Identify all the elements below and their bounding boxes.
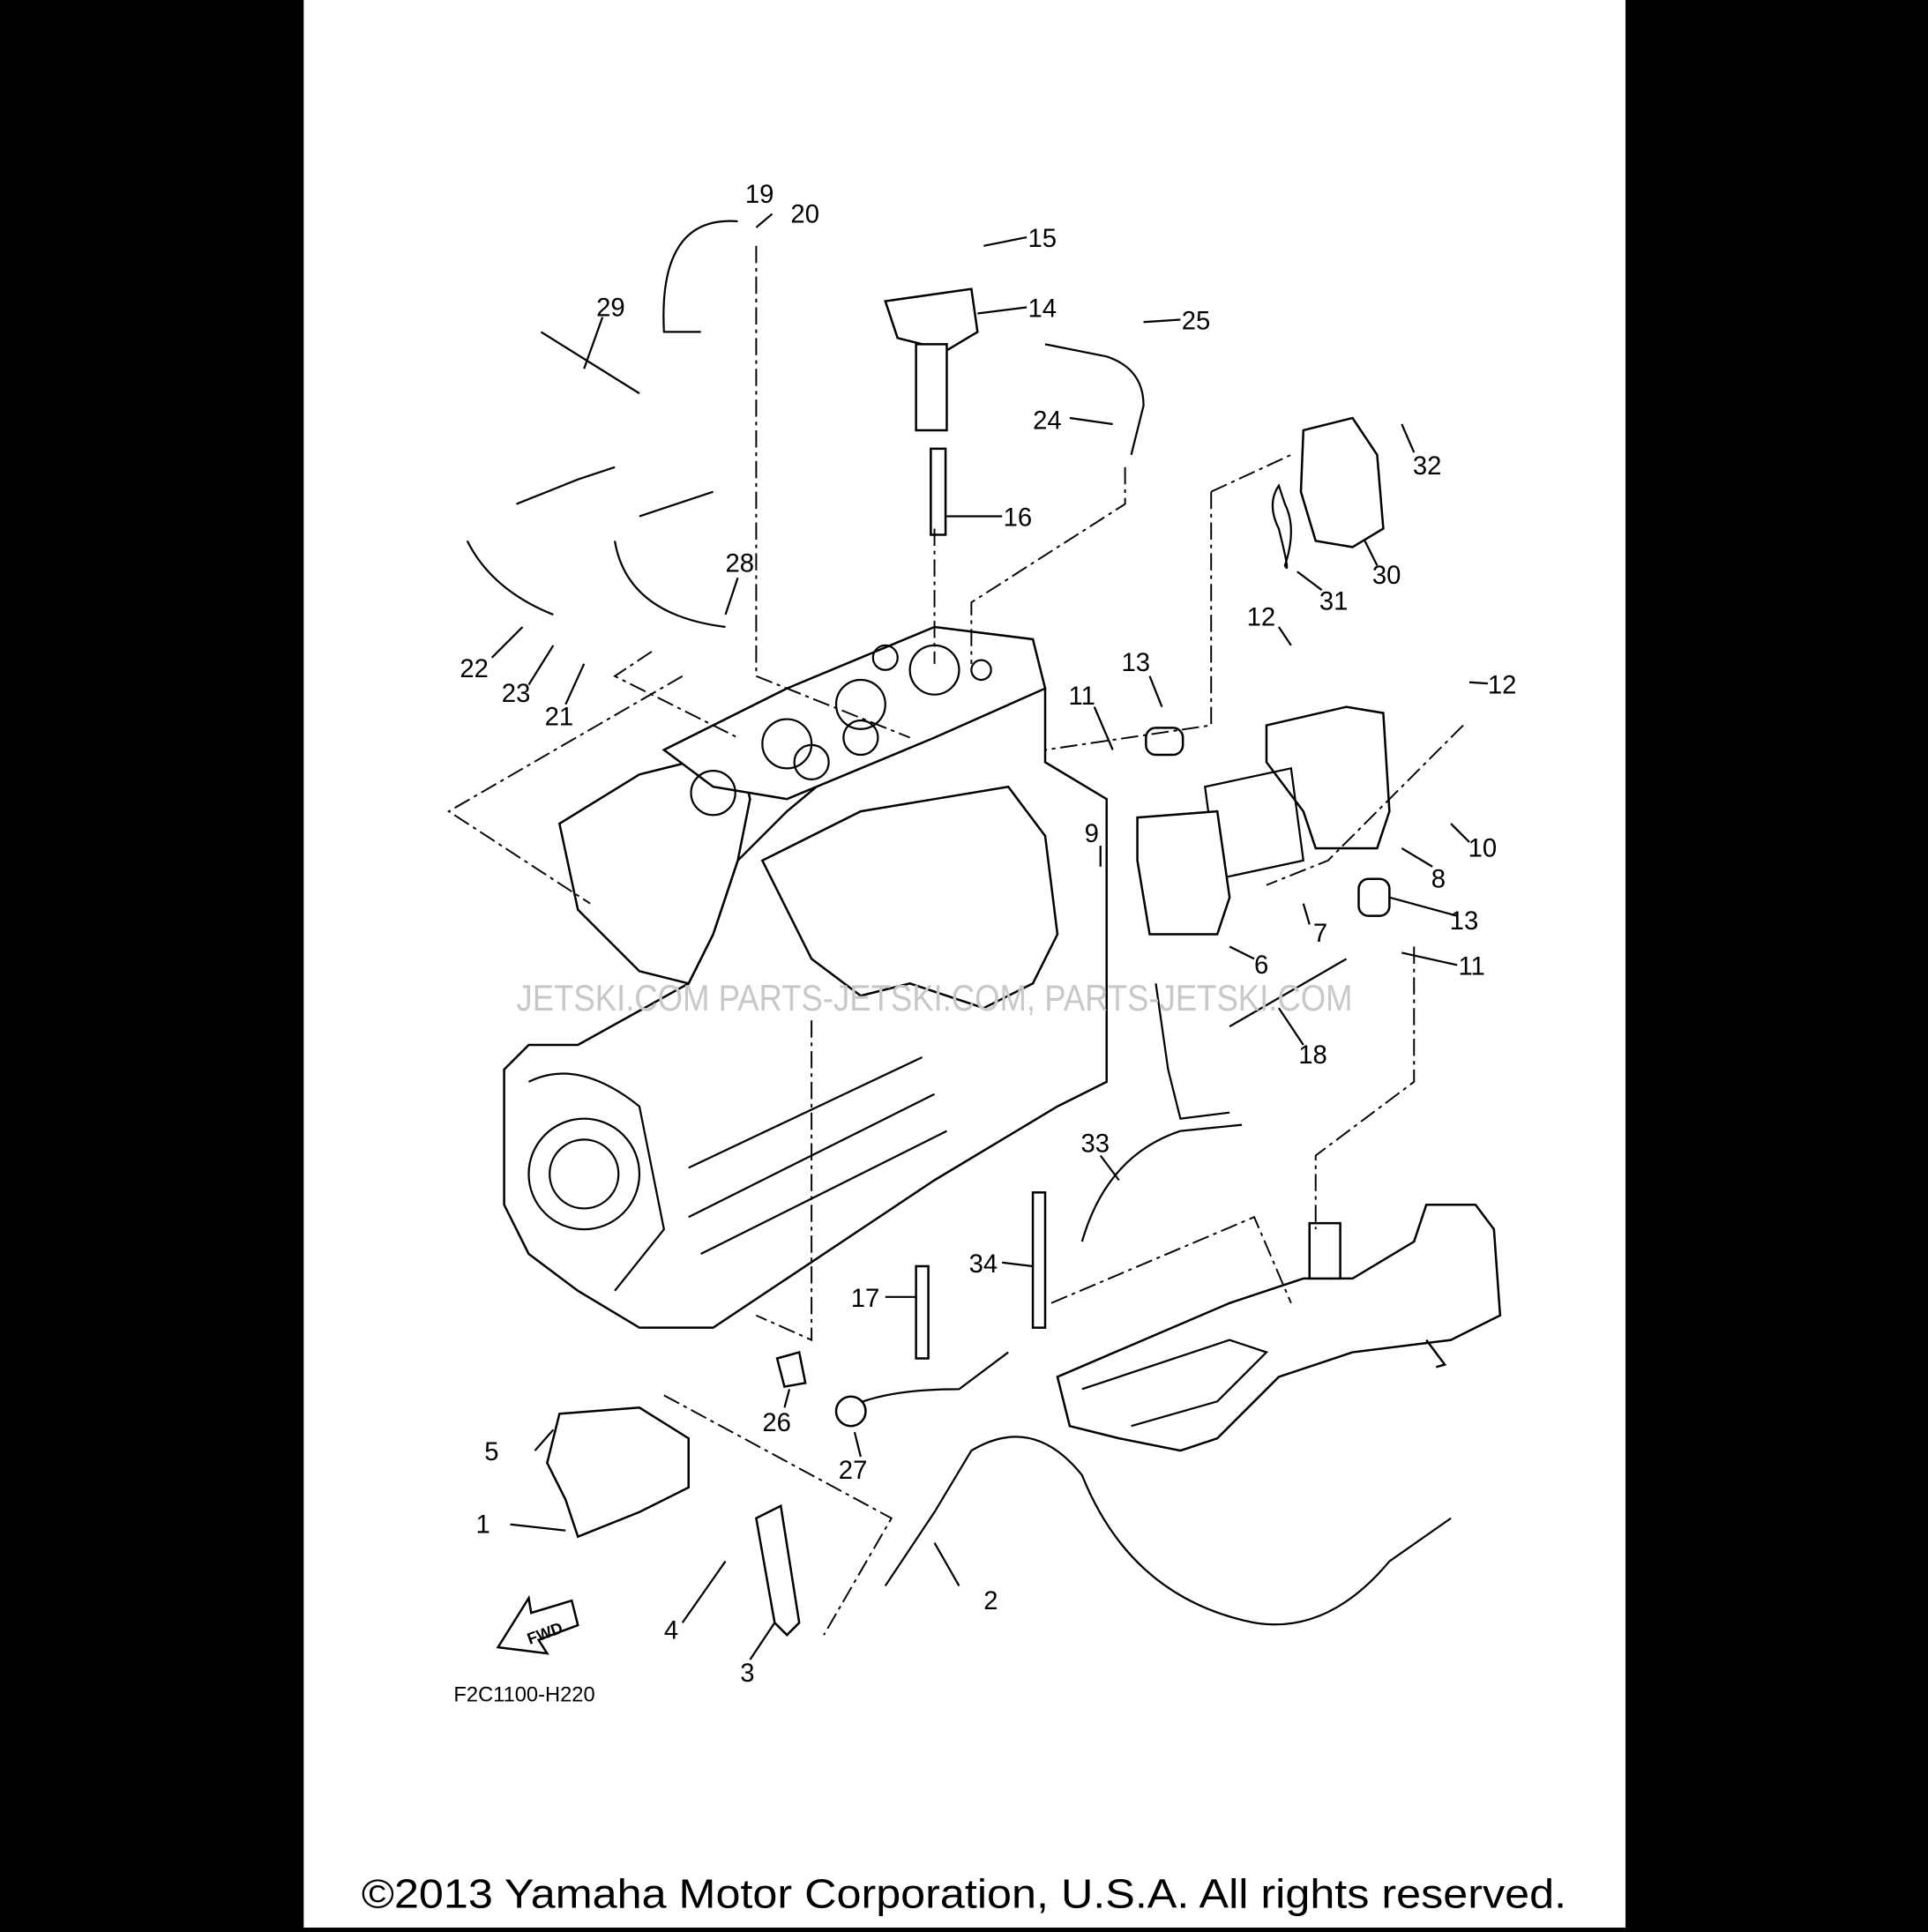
sensor-19-wire (662, 220, 738, 333)
engine-block (503, 625, 1108, 1329)
callout-21: 21 (545, 704, 574, 732)
callout-30: 30 (1372, 562, 1401, 590)
callout-labels: 19 20 15 14 25 29 24 32 16 30 28 31 12 1… (460, 181, 1516, 1688)
callout-10: 10 (1468, 835, 1498, 863)
callout-6: 6 (1254, 951, 1268, 980)
gasket-31 (1271, 483, 1292, 570)
callout-20: 20 (790, 200, 819, 228)
callout-34: 34 (969, 1250, 998, 1279)
callout-2: 2 (983, 1587, 998, 1615)
sensor-6 (1136, 809, 1231, 936)
spark-plug (930, 447, 947, 536)
callout-28: 28 (726, 549, 755, 578)
callout-19: 19 (745, 181, 774, 209)
bracket-3 (754, 1503, 801, 1637)
callout-25: 25 (1182, 308, 1211, 336)
callout-7: 7 (1313, 920, 1327, 948)
sensor-6-wire (1155, 983, 1230, 1120)
sensor-26 (775, 1350, 807, 1389)
callout-14: 14 (1028, 295, 1057, 324)
sensor-33-wire (1080, 1123, 1243, 1242)
bolt-29 (540, 331, 640, 395)
diagram-code: F2C1100-H220 (453, 1683, 594, 1706)
callout-1: 1 (476, 1511, 490, 1539)
callout-12: 12 (1247, 604, 1276, 632)
callout-29: 29 (596, 294, 625, 322)
cable-tie-34 (1031, 1191, 1047, 1329)
cable-tie-17 (915, 1264, 930, 1360)
exhaust-manifold (1056, 1203, 1502, 1452)
small-parts (466, 220, 1452, 1637)
copyright-notice: ©2013 Yamaha Motor Corporation, U.S.A. A… (362, 1871, 1566, 1917)
callout-13: 13 (1121, 649, 1150, 677)
throttle-cable-2 (884, 1436, 1452, 1626)
watermark: JETSKI.COM PARTS-JETSKI.COM, PARTS-JETSK… (517, 977, 1353, 1018)
callout-32: 32 (1413, 452, 1442, 481)
callout-31: 31 (1319, 587, 1349, 615)
callout-23: 23 (502, 680, 531, 708)
callout-5: 5 (484, 1438, 498, 1466)
callout-13: 13 (1450, 907, 1479, 936)
callout-18: 18 (1298, 1041, 1327, 1070)
callout-11: 11 (1458, 953, 1484, 981)
reference-lines (446, 245, 1464, 1636)
callout-17: 17 (851, 1285, 880, 1313)
callout-15: 15 (1028, 225, 1057, 253)
ignition-coil (884, 287, 979, 352)
leader-lines (490, 213, 1488, 1660)
callout-8: 8 (1431, 866, 1446, 894)
callout-4: 4 (664, 1616, 678, 1645)
callout-11: 11 (1069, 683, 1095, 711)
callout-33: 33 (1080, 1130, 1110, 1158)
callout-9: 9 (1085, 820, 1099, 848)
throttle-assembly-1 (546, 1406, 690, 1539)
sensor-wire-28 (613, 490, 726, 629)
callout-26: 26 (762, 1409, 791, 1437)
callout-27: 27 (839, 1457, 868, 1485)
throttle-body (1265, 705, 1391, 850)
callout-3: 3 (740, 1660, 754, 1688)
bolt-18 (1229, 958, 1348, 1028)
callout-12: 12 (1488, 671, 1517, 699)
sensor-wire-22 (466, 466, 616, 616)
callout-22: 22 (460, 655, 489, 683)
sensor-24-wire (1044, 343, 1145, 456)
callout-24: 24 (1033, 407, 1062, 436)
sensor-30 (1299, 416, 1385, 548)
callout-16: 16 (1004, 504, 1033, 533)
